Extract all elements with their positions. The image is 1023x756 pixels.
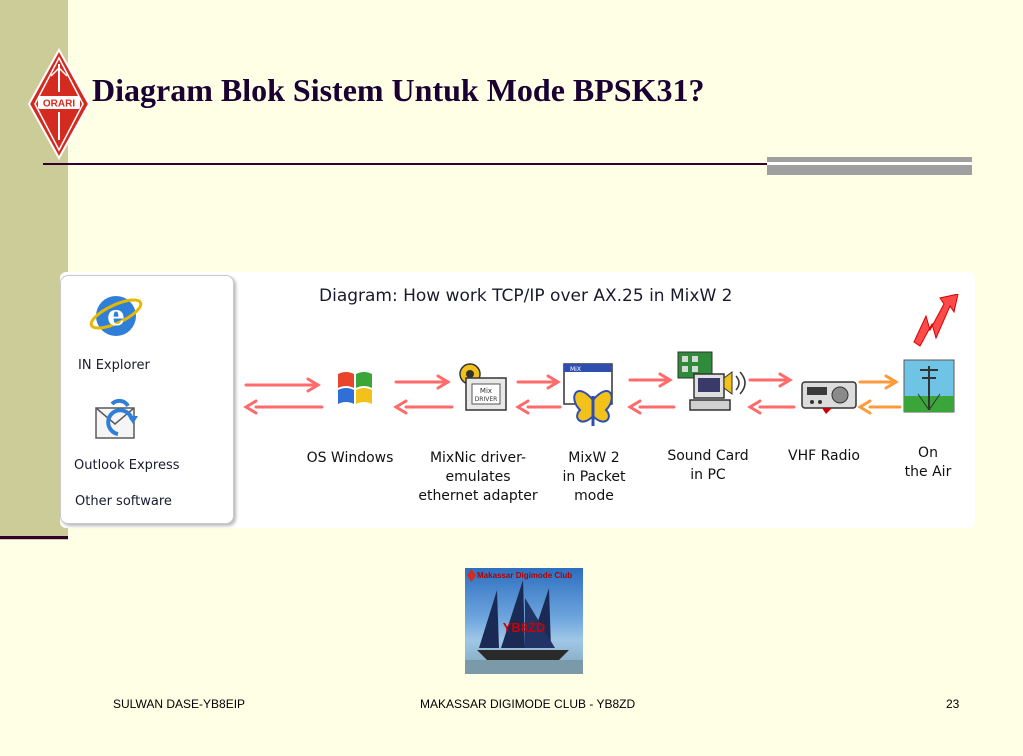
node-label-sound-card: Sound Card in PC: [667, 448, 749, 483]
node-label-on-the-air: On the Air: [904, 445, 952, 480]
title-rule: [43, 163, 968, 165]
windows-logo-icon: [338, 372, 372, 404]
node-label-mixnic-driver: MixNic driver- emulates ethernet adapter: [418, 450, 538, 504]
logo-text: ORARI: [43, 99, 75, 110]
badge-header: Makassar Digimode Club: [477, 571, 573, 580]
left-band-rule: [0, 536, 68, 539]
node-label-os-windows: OS Windows: [306, 450, 394, 466]
sound-card-pc-icon: [677, 351, 746, 411]
diagram-title: Diagram: How work TCP/IP over AX.25 in M…: [319, 286, 733, 306]
antenna-lightning-icon: [903, 294, 959, 413]
diagram-panel: Diagram: How work TCP/IP over AX.25 in M…: [60, 272, 975, 528]
app-label-outlook-express: Outlook Express: [74, 458, 180, 473]
mixw-butterfly-icon: MiX: [563, 363, 613, 426]
footer-club: MAKASSAR DIGIMODE CLUB - YB8ZD: [420, 697, 636, 711]
footer-author: SULWAN DASE-YB8EIP: [113, 697, 246, 711]
node-label-mixw2: MixW 2 in Packet mode: [562, 450, 626, 504]
orari-logo: ORARI: [27, 48, 91, 160]
app-label-other-software: Other software: [75, 494, 172, 509]
vhf-radio-icon: [801, 381, 857, 414]
club-badge: Makassar Digimode Club YB8ZD: [465, 568, 583, 674]
badge-orari-icon: [467, 569, 476, 582]
app-label-in-explorer: IN Explorer: [78, 358, 150, 373]
svg-text:Mix: Mix: [480, 387, 492, 395]
title-bar-accent: [767, 157, 972, 175]
svg-text:MiX: MiX: [570, 366, 581, 373]
internet-explorer-icon: e: [89, 296, 143, 336]
svg-text:e: e: [107, 299, 125, 332]
svg-text:DRIVER: DRIVER: [475, 396, 498, 403]
footer-page-number: 23: [946, 697, 960, 711]
node-label-vhf-radio: VHF Radio: [788, 448, 860, 464]
slide-title: Diagram Blok Sistem Untuk Mode BPSK31?: [92, 72, 705, 108]
connector-arrows: [243, 372, 902, 415]
mixnic-driver-icon: Mix DRIVER: [459, 363, 507, 411]
sailing-ship-illustration: [465, 580, 583, 674]
applications-panel: [60, 275, 234, 524]
badge-callsign: YB8ZD: [502, 620, 546, 635]
outlook-express-icon: [95, 398, 138, 439]
